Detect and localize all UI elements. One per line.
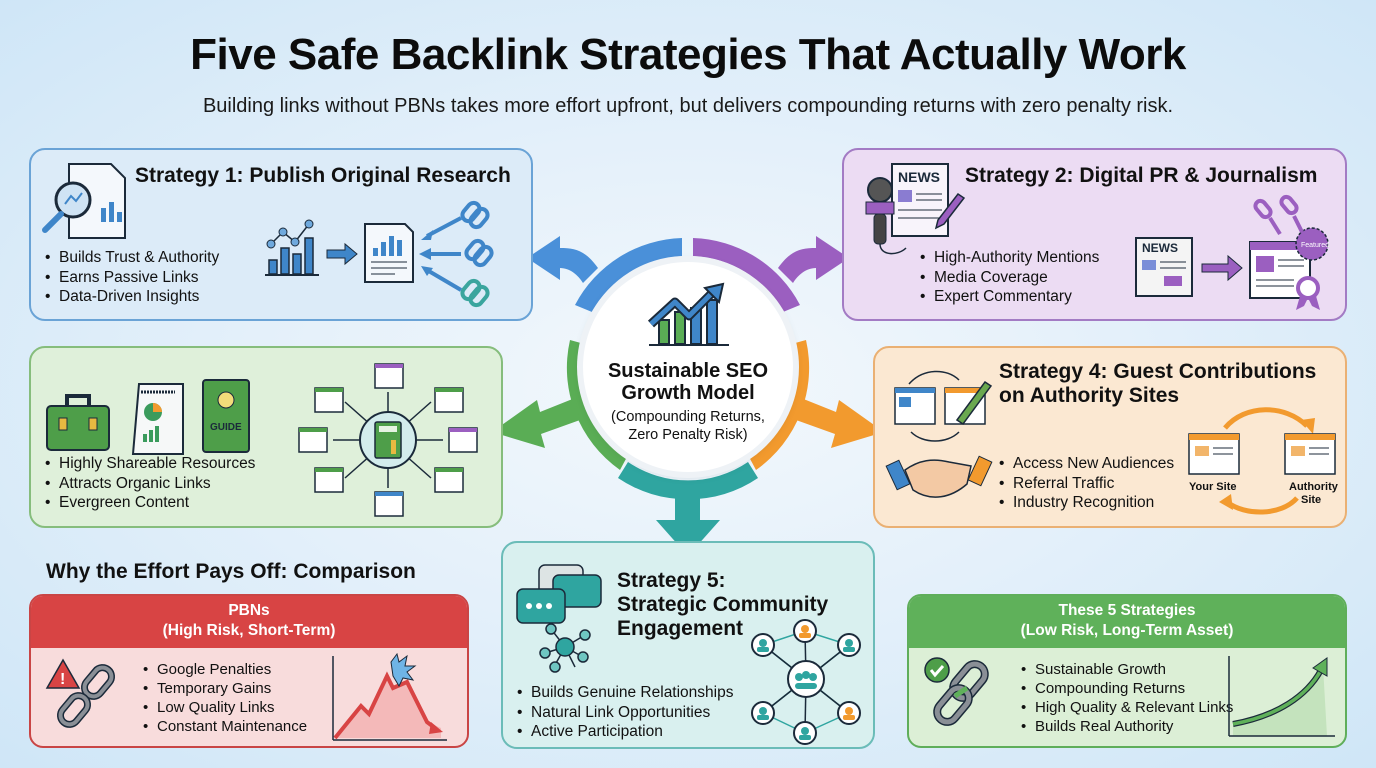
bullet: Evergreen Content (45, 493, 255, 513)
pbn-bullets: Google Penalties Temporary Gains Low Qua… (143, 660, 307, 736)
authority-site-label: Authority (1289, 481, 1339, 493)
strategy-3-bullets: Highly Shareable Resources Attracts Orga… (45, 454, 255, 513)
document-icon (364, 223, 414, 283)
safe-header: These 5 Strategies (Low Risk, Long-Term … (909, 596, 1345, 648)
arrow-strategy1 (575, 238, 682, 312)
microphone-news-icon: NEWS (865, 163, 966, 255)
strategy-1-title: Strategy 1: Publish Original Research (135, 164, 511, 187)
bullet: Industry Recognition (999, 493, 1174, 513)
calculator-share-illustration (298, 363, 478, 517)
news-label-2: NEWS (1142, 241, 1178, 255)
safe-strategies-comparison-card: These 5 Strategies (Low Risk, Long-Term … (907, 594, 1347, 748)
strategy-4-card: Strategy 4: Guest Contributions on Autho… (873, 346, 1347, 528)
arrow-strategy2 (693, 238, 800, 312)
strategy-2-bullets: High-Authority Mentions Media Coverage E… (920, 248, 1099, 307)
hub-circle: Sustainable SEO Growth Model (Compoundin… (583, 262, 793, 472)
comparison-heading: Why the Effort Pays Off: Comparison (46, 560, 416, 583)
bar-chart-icon (265, 219, 319, 276)
bullet: Active Participation (517, 722, 733, 742)
pbn-header: PBNs (High Risk, Short-Term) (31, 596, 467, 648)
growth-chart-icon (647, 282, 729, 346)
bullet: Builds Real Authority (1021, 717, 1233, 736)
guest-post-illustration (885, 370, 993, 498)
network-icon (539, 623, 591, 673)
handshake-icon (885, 455, 993, 498)
growth-curve-icon (1228, 656, 1335, 737)
strategy-1-card: Strategy 1: Publish Original Research Bu… (29, 148, 533, 321)
arrow-strategy4 (748, 340, 810, 470)
site-exchange-illustration: Your Site Authority Site (1188, 407, 1339, 515)
bullet: Media Coverage (920, 268, 1099, 288)
bullet: Attracts Organic Links (45, 474, 255, 494)
bullet: Referral Traffic (999, 474, 1174, 494)
research-flow-illustration (265, 200, 494, 308)
svg-text:!: ! (60, 671, 65, 688)
bullet: Sustainable Growth (1021, 660, 1233, 679)
strategy-2-card: NEWS Strategy 2: Digital PR & Journalism… (842, 148, 1347, 321)
strategy-4-title: Strategy 4: Guest Contributions on Autho… (999, 360, 1317, 407)
arrow-strategy3 (566, 340, 628, 470)
page-title: Five Safe Backlink Strategies That Actua… (190, 30, 1186, 79)
hub-title: Sustainable SEO Growth Model (607, 360, 769, 404)
bullet: High-Authority Mentions (920, 248, 1099, 268)
warning-icon (45, 658, 81, 689)
strategy-5-bullets: Builds Genuine Relationships Natural Lin… (517, 683, 733, 742)
infographic-icon (131, 383, 184, 455)
your-site-label: Your Site (1189, 481, 1236, 493)
secure-link-icon (924, 657, 989, 726)
bullet: Constant Maintenance (143, 717, 307, 736)
guide-label: GUIDE (210, 422, 242, 433)
arrow-head-strategy4 (796, 398, 884, 448)
pbn-comparison-card: PBNs (High Risk, Short-Term) ! Google Pe… (29, 594, 469, 748)
hub-subtitle: (Compounding Returns, Zero Penalty Risk) (611, 409, 765, 443)
featured-label: Featured (1301, 242, 1329, 249)
check-icon (924, 657, 950, 683)
guide-book-icon: GUIDE (202, 379, 250, 453)
broken-link-warning-icon: ! (45, 658, 115, 728)
arrow-head-strategy1 (527, 236, 598, 283)
featured-badge-icon: Featured (1249, 227, 1329, 310)
bullet: Data-Driven Insights (45, 287, 219, 307)
bullet: Highly Shareable Resources (45, 454, 255, 474)
bullet: Temporary Gains (143, 679, 307, 698)
bullet: Expert Commentary (920, 287, 1099, 307)
newspaper-icon: NEWS (1135, 237, 1193, 297)
page-subtitle: Building links without PBNs takes more e… (202, 95, 1174, 117)
news-label: NEWS (898, 169, 940, 185)
bullet: High Quality & Relevant Links (1021, 698, 1233, 717)
strategy-5-card: Strategy 5: Strategic Community Engageme… (501, 541, 875, 749)
arrow-head-strategy5 (656, 485, 720, 556)
authority-site-label-2: Site (1301, 494, 1321, 506)
bullet: Access New Audiences (999, 454, 1174, 474)
bullet: Low Quality Links (143, 698, 307, 717)
arrow-strategy5 (618, 462, 758, 500)
arrow-icon (326, 242, 358, 266)
community-icon (751, 619, 861, 745)
toolkit-icon (46, 394, 110, 451)
safe-bullets: Sustainable Growth Compounding Returns H… (1021, 660, 1233, 736)
link-icon (460, 200, 494, 308)
bullet: Google Penalties (143, 660, 307, 679)
strategy-4-bullets: Access New Audiences Referral Traffic In… (999, 454, 1174, 513)
bullet: Natural Link Opportunities (517, 703, 733, 723)
chat-network-icon (516, 564, 602, 673)
link-icon (1253, 194, 1299, 220)
resources-illustration: GUIDE (46, 379, 250, 455)
arrow-head-strategy3 (492, 398, 580, 448)
pr-flow-illustration: NEWS Featured (1135, 194, 1329, 310)
strategy-1-bullets: Builds Trust & Authority Earns Passive L… (45, 248, 219, 307)
arrow-head-strategy2 (778, 236, 849, 283)
strategy-3-card: GUIDE Highly Shareable Resources Attract… (29, 346, 503, 528)
strategy-2-title: Strategy 2: Digital PR & Journalism (965, 164, 1318, 187)
bullet: Earns Passive Links (45, 268, 219, 288)
browser-icon (1188, 433, 1336, 475)
bullet: Builds Genuine Relationships (517, 683, 733, 703)
strategy-5-title: Strategy 5: Strategic Community Engageme… (617, 569, 829, 640)
crash-chart-icon (332, 652, 447, 741)
bullet: Builds Trust & Authority (45, 248, 219, 268)
bullet: Compounding Returns (1021, 679, 1233, 698)
burst-icon (390, 652, 417, 688)
research-report-icon (42, 163, 126, 239)
